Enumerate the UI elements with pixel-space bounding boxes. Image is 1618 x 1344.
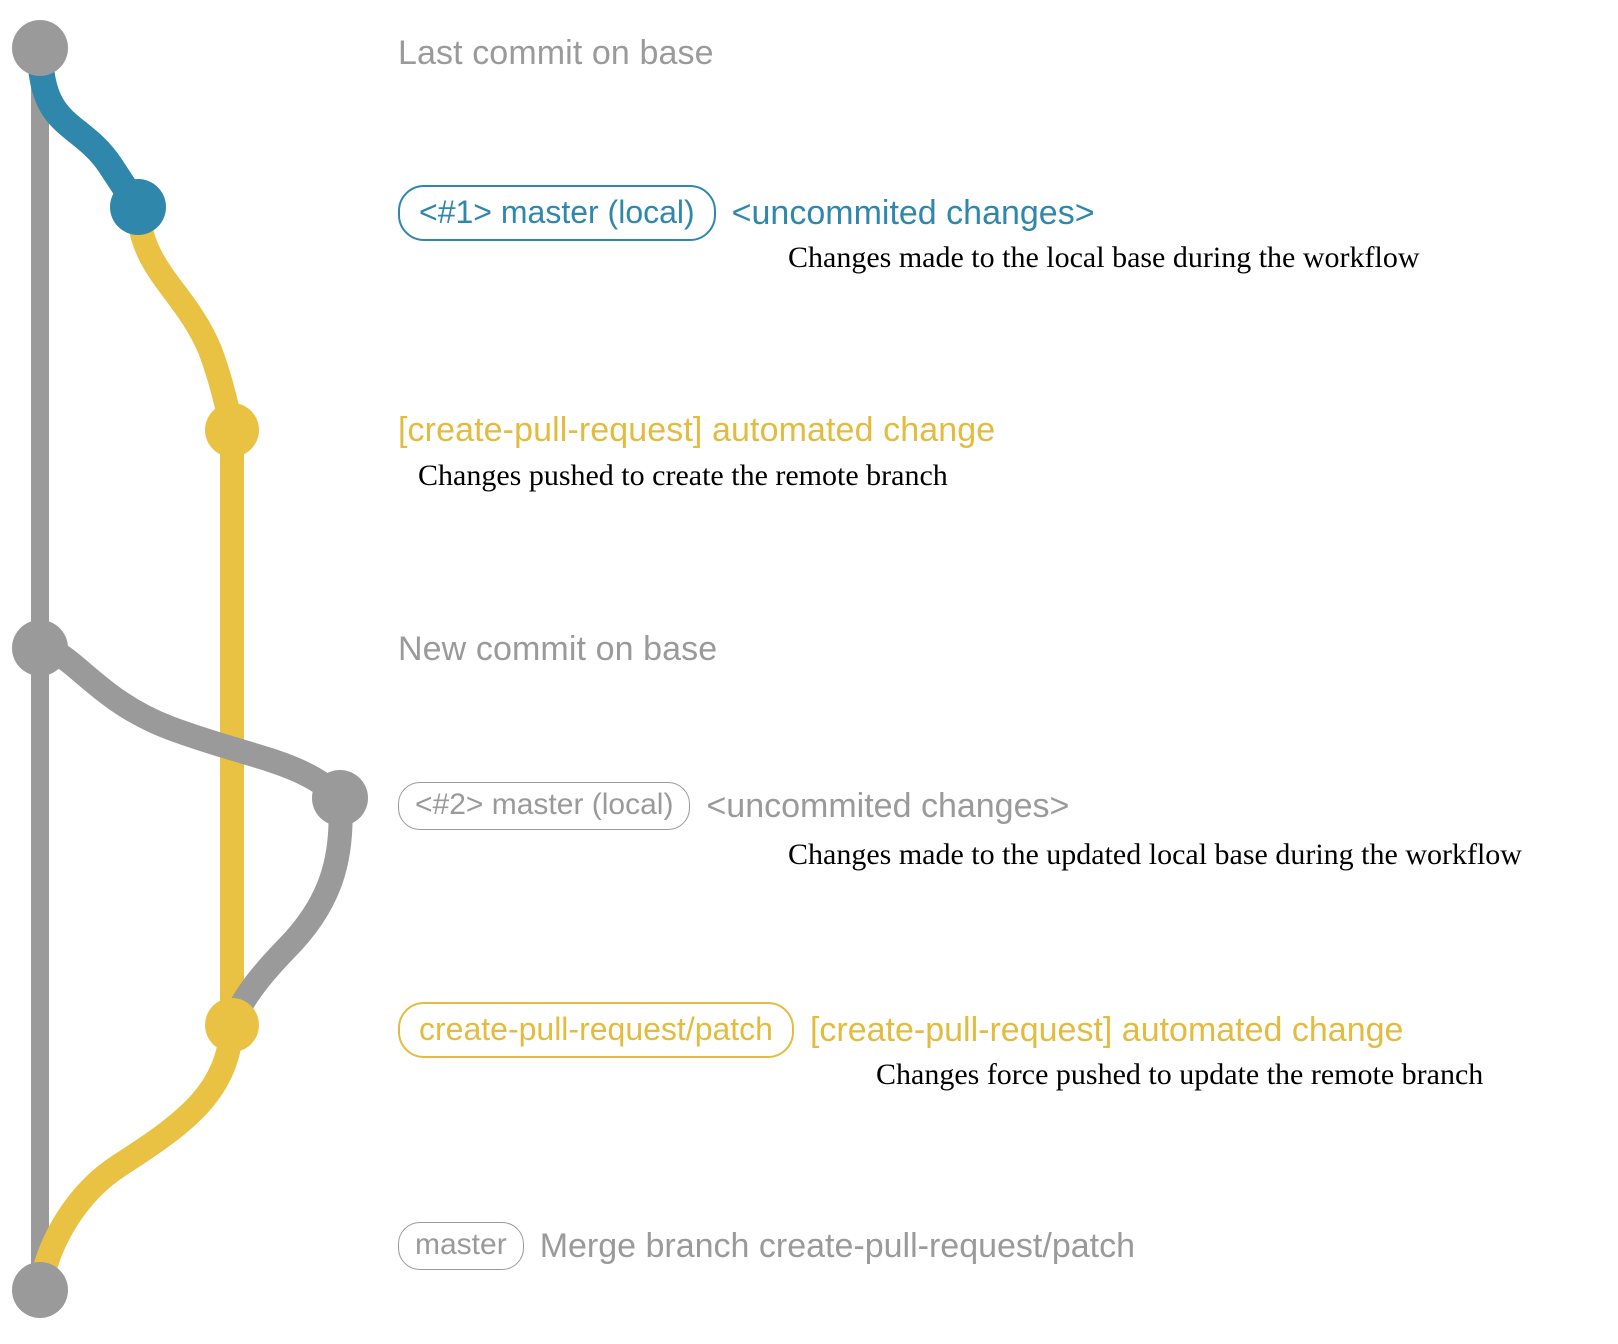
edge-patch2-to-merge	[28, 1023, 244, 1293]
caption-master-local-2: Changes made to the updated local base d…	[788, 838, 1522, 871]
commit-node-master-local-1[interactable]	[110, 179, 166, 235]
row-automated-change-2: create-pull-request/patch [create-pull-r…	[398, 1002, 1403, 1058]
commit-node-automated-change-2[interactable]	[205, 998, 259, 1052]
commit-subject-last-commit-on-base: Last commit on base	[398, 34, 714, 72]
row-master-local-2: <#2> master (local) <uncommited changes>	[398, 782, 1069, 830]
commit-subject-automated-change-1: [create-pull-request] automated change	[398, 411, 996, 449]
caption-automated-change-1: Changes pushed to create the remote bran…	[418, 459, 948, 492]
edge-local1-to-patch1	[126, 206, 244, 433]
commit-subject-master-local-1: <uncommited changes>	[731, 194, 1095, 232]
branch-badge-master[interactable]: master	[398, 1222, 524, 1270]
row-master-local-1: <#1> master (local) <uncommited changes>	[398, 185, 1095, 241]
commit-subject-automated-change-2: [create-pull-request] automated change	[809, 1011, 1404, 1049]
caption-automated-change-2: Changes force pushed to update the remot…	[876, 1058, 1484, 1091]
row-last-commit-on-base: Last commit on base	[398, 36, 714, 70]
commit-node-master-local-2[interactable]	[312, 770, 368, 826]
edge-base-to-local1	[27, 47, 149, 215]
commit-node-merge[interactable]	[12, 1262, 68, 1318]
commit-node-automated-change-1[interactable]	[205, 403, 259, 457]
caption-master-local-1: Changes made to the local base during th…	[788, 241, 1420, 274]
branch-badge-master-local-1[interactable]: <#1> master (local)	[398, 185, 716, 241]
branch-badge-create-pull-request-patch[interactable]: create-pull-request/patch	[398, 1002, 794, 1058]
edge-base2-to-local2	[38, 636, 349, 807]
row-automated-change-1: [create-pull-request] automated change	[398, 413, 995, 447]
commit-subject-new-commit-on-base: New commit on base	[398, 630, 718, 668]
edge-local2-to-patch2	[220, 797, 353, 1030]
commit-node-last-commit-on-base[interactable]	[12, 20, 68, 76]
row-merge-commit: master Merge branch create-pull-request/…	[398, 1222, 1135, 1270]
row-new-commit-on-base: New commit on base	[398, 632, 717, 666]
branch-badge-master-local-2[interactable]: <#2> master (local)	[398, 782, 691, 830]
commit-subject-master-local-2: <uncommited changes>	[706, 787, 1070, 825]
commit-subject-merge: Merge branch create-pull-request/patch	[539, 1227, 1136, 1265]
commit-node-new-commit-on-base[interactable]	[12, 620, 68, 676]
